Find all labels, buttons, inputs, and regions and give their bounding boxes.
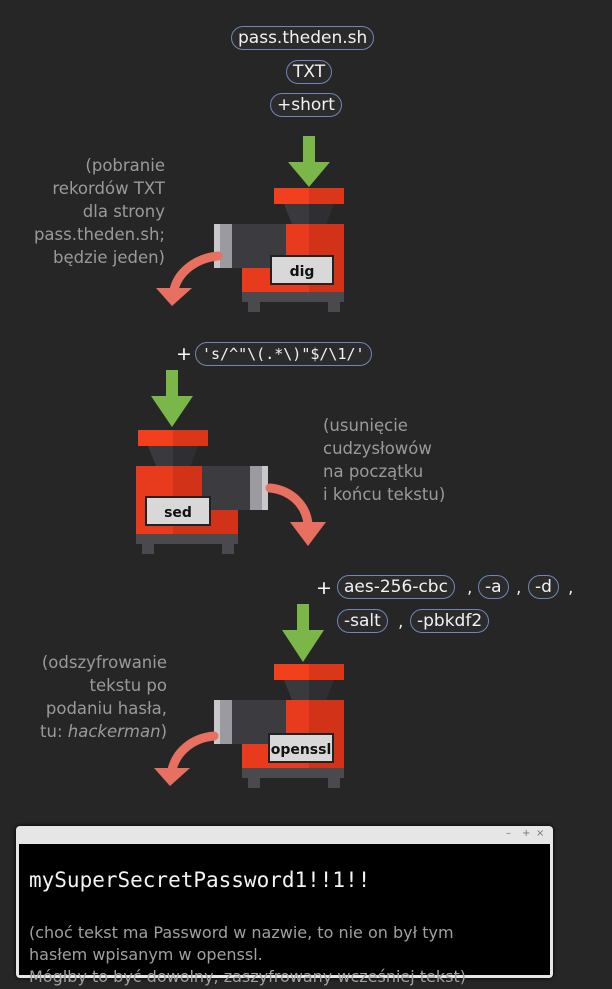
minimize-icon[interactable]: – [506,828,511,839]
machine-label-sed: sed [145,496,211,526]
note-dig-line: dla strony [82,202,165,221]
down-arrow-openssl [282,604,324,662]
out-arrow-dig-head [156,288,192,306]
note-dig-line: pass.theden.sh; [33,225,165,244]
note-openssl-prefix: tu: [40,722,68,741]
out-arrow-dig [169,251,223,295]
out-arrow-openssl-head [154,768,190,786]
input-pill-short: +short [270,93,342,117]
note-openssl-password: hackerman [67,722,161,741]
note-openssl-suffix: ) [160,722,167,741]
machine-label-dig: dig [270,255,334,285]
openssl-arg-cipher: aes-256-cbc [337,575,455,599]
input-pill-txt: TXT [286,60,333,84]
openssl-arg-pbkdf2: -pbkdf2 [410,609,490,633]
note-openssl-line: tu: hackerman) [40,720,167,743]
meat-grinder-openssl [214,664,344,788]
out-arrow-sed [265,483,313,529]
meat-grinder-dig [214,188,344,312]
maximize-icon[interactable]: + [522,828,531,839]
terminal-body: mySuperSecretPassword1!!1!! (choć tekst … [19,844,550,986]
separator-comma: , [467,578,473,598]
terminal-comment-line: hasłem wpisanym w openssl. [29,945,263,964]
note-sed-line: (usunięcie [323,416,408,435]
meat-grinder-sed [136,430,268,554]
note-openssl-line: tekstu po [89,676,167,695]
separator-comma: , [516,578,522,598]
terminal-comment-line: Mógłby to być dowolny, zaszyfrowany wcze… [29,967,467,986]
separator-comma: , [568,578,574,598]
input-pill-domain: pass.theden.sh [231,26,375,50]
separator-comma: , [398,612,404,632]
out-arrow-sed-head [290,522,326,546]
note-dig-line: rekordów TXT [52,179,165,198]
terminal-output: mySuperSecretPassword1!!1!! [29,868,371,892]
note-dig-line: będzie jeden) [53,248,165,267]
note-sed-line: cudzysłowów [323,439,432,458]
close-icon[interactable]: × [536,828,545,839]
note-sed: (usunięcie cudzysłowów na początku i koń… [323,414,445,506]
note-sed-line: i końcu tekstu) [323,485,446,504]
machine-label-openssl: openssl [268,733,334,763]
note-openssl: (odszyfrowanie tekstu po podaniu hasła, … [40,651,167,743]
terminal-comment-line: (choć tekst ma Password w nazwie, to nie… [29,923,454,942]
openssl-arg-a: -a [478,575,509,599]
terminal-title-bar[interactable]: – + × [16,826,553,842]
plus-sign-openssl: + [316,577,332,599]
terminal-window: – + × mySuperSecretPassword1!!1!! (choć … [16,826,553,986]
out-arrow-openssl [167,731,219,775]
plus-sign-sed: + [176,343,192,365]
note-dig: (pobranie rekordów TXT dla strony pass.t… [34,154,165,269]
note-openssl-line: (odszyfrowanie [41,653,167,672]
note-sed-line: na początku [323,462,424,481]
sed-argument-pill: 's/^"\(.*\)"$/\1/' [195,342,372,366]
openssl-arg-salt: -salt [337,609,388,633]
note-dig-line: (pobranie [85,156,165,175]
openssl-arg-d: -d [528,575,559,599]
down-arrow-dig [288,136,330,187]
down-arrow-sed [151,370,193,427]
note-openssl-line: podaniu hasła, [45,699,167,718]
